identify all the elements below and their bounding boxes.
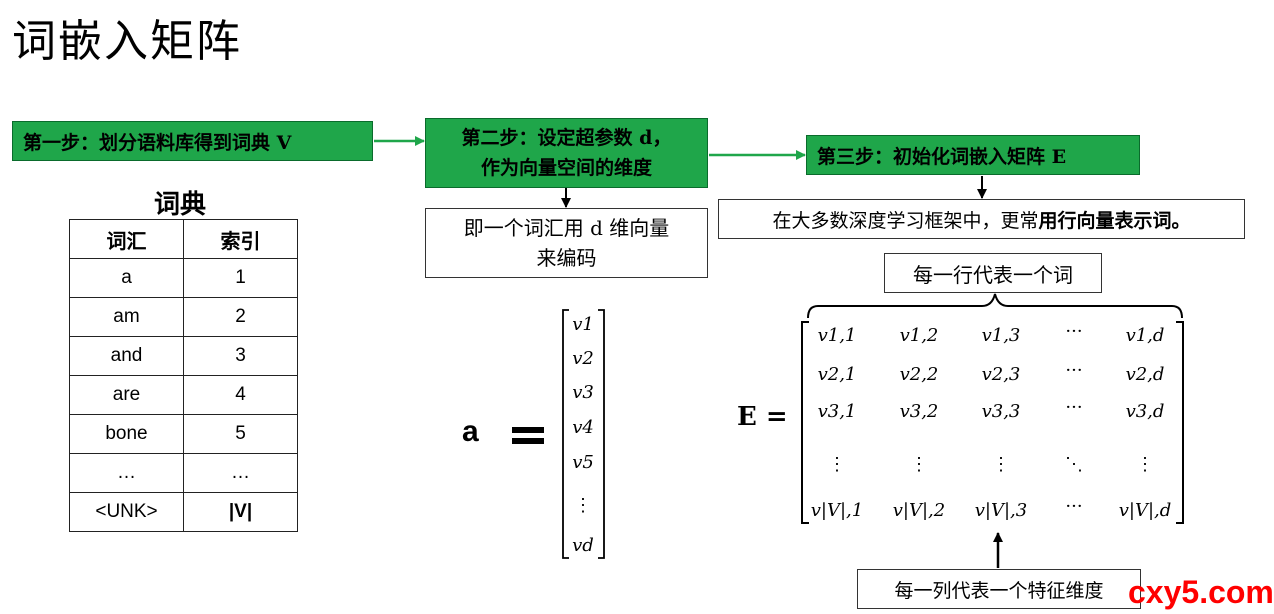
header-word: 词汇 bbox=[69, 219, 184, 259]
matrix-entry: v3,2 bbox=[900, 401, 939, 422]
matrix-entry: v|V|,d bbox=[1119, 500, 1172, 521]
table-row: and 3 bbox=[69, 336, 298, 376]
vector-entry: v5 bbox=[572, 452, 594, 473]
step-two-line-2: 作为向量空间的维度 bbox=[480, 157, 652, 179]
vector-right-bracket bbox=[598, 309, 605, 559]
vector-entry: v2 bbox=[572, 348, 594, 369]
header-index: 索引 bbox=[183, 219, 298, 259]
row-vector-note-prefix: 在大多数深度学习框架中，更常 bbox=[772, 209, 1039, 232]
dimension-note: 即一个词汇用 d 维向量 来编码 bbox=[425, 208, 708, 278]
step-three-text: 第三步：初始化词嵌入矩阵 E bbox=[817, 145, 1067, 168]
word-cell: bone bbox=[69, 414, 184, 454]
matrix-entry: v2,3 bbox=[982, 364, 1021, 385]
row-meaning-note: 每一行代表一个词 bbox=[884, 253, 1102, 293]
watermark: cxy5.com bbox=[1128, 574, 1274, 610]
dictionary-table: 词汇 索引 a 1 am 2 and 3 are 4 bone 5 … … <U bbox=[69, 219, 298, 532]
column-meaning-text: 每一列代表一个特征维度 bbox=[894, 579, 1104, 602]
matrix-entry: v1,1 bbox=[818, 325, 857, 346]
matrix-entry: v1,2 bbox=[900, 325, 939, 346]
matrix-entry: ··· bbox=[1065, 496, 1082, 517]
matrix-entry: v1,3 bbox=[982, 325, 1021, 346]
matrix-entry: ··· bbox=[1065, 360, 1082, 381]
matrix-entry: ⋮ bbox=[1136, 454, 1154, 475]
matrix-entry: ··· bbox=[1065, 321, 1082, 342]
matrix-entry: v|V|,2 bbox=[893, 500, 945, 521]
matrix-entry: v|V|,3 bbox=[975, 500, 1027, 521]
row-vector-note-bold: 用行向量表示词。 bbox=[1038, 209, 1191, 232]
matrix-entry: ⋮ bbox=[992, 454, 1010, 475]
matrix-entry: v3,1 bbox=[818, 401, 857, 422]
dictionary-header-row: 词汇 索引 bbox=[69, 219, 298, 259]
table-row: … … bbox=[69, 453, 298, 493]
step-one-box: 第一步：划分语料库得到词典 V bbox=[12, 121, 373, 161]
matrix-right-bracket bbox=[1176, 321, 1184, 524]
row-vector-note: 在大多数深度学习框架中，更常用行向量表示词。 bbox=[718, 199, 1245, 239]
matrix-equation-label: E = bbox=[737, 402, 788, 432]
vector-left-bracket bbox=[562, 309, 569, 559]
index-cell: 1 bbox=[183, 258, 298, 298]
table-row: bone 5 bbox=[69, 414, 298, 454]
index-cell: 4 bbox=[183, 375, 298, 415]
index-cell: 3 bbox=[183, 336, 298, 376]
matrix-entry: v2,d bbox=[1126, 364, 1165, 385]
matrix-entry: v|V|,1 bbox=[811, 500, 863, 521]
equals-sign-bottom bbox=[512, 438, 544, 444]
vector-entry: v4 bbox=[572, 417, 594, 438]
matrix-entry: ··· bbox=[1065, 397, 1082, 418]
dimension-note-line-2: 来编码 bbox=[536, 246, 597, 270]
vector-label: a bbox=[462, 415, 479, 448]
vector-entry: ⋮ bbox=[574, 495, 592, 516]
matrix-label: E = bbox=[737, 402, 788, 432]
word-cell: <UNK> bbox=[69, 492, 184, 532]
row-meaning-text: 每一行代表一个词 bbox=[913, 262, 1073, 287]
index-cell: 2 bbox=[183, 297, 298, 337]
matrix-entry: v3,d bbox=[1126, 401, 1165, 422]
step-one-text: 第一步：划分语料库得到词典 V bbox=[23, 131, 292, 154]
step-three-box: 第三步：初始化词嵌入矩阵 E bbox=[806, 135, 1140, 175]
row-brace bbox=[807, 293, 1183, 319]
vector-entry: v3 bbox=[572, 382, 594, 403]
step-two-box: 第二步：设定超参数 d， 作为向量空间的维度 bbox=[425, 118, 708, 188]
equals-sign-top bbox=[512, 427, 544, 433]
table-row: <UNK> |V| bbox=[69, 492, 298, 532]
page-title: 词嵌入矩阵 bbox=[12, 16, 242, 67]
word-cell: … bbox=[69, 453, 184, 493]
index-cell: |V| bbox=[183, 492, 298, 532]
word-cell: am bbox=[69, 297, 184, 337]
table-row: am 2 bbox=[69, 297, 298, 337]
matrix-entry: ⋱ bbox=[1065, 454, 1083, 475]
vector-entry: v1 bbox=[572, 314, 594, 335]
matrix-entry: ⋮ bbox=[828, 454, 846, 475]
vector-entry: vd bbox=[572, 535, 594, 556]
index-cell: 5 bbox=[183, 414, 298, 454]
word-cell: and bbox=[69, 336, 184, 376]
matrix-left-bracket bbox=[801, 321, 809, 524]
dimension-note-line-1: 即一个词汇用 d 维向量 bbox=[463, 216, 670, 240]
matrix-entry: v3,3 bbox=[982, 401, 1021, 422]
matrix-entry: v2,2 bbox=[900, 364, 939, 385]
step-two-line-1: 第二步：设定超参数 d， bbox=[461, 127, 672, 149]
matrix-entry: v2,1 bbox=[818, 364, 857, 385]
matrix-entry: ⋮ bbox=[910, 454, 928, 475]
column-meaning-note: 每一列代表一个特征维度 bbox=[857, 569, 1141, 609]
dictionary-caption: 词典 bbox=[154, 190, 207, 220]
matrix-entry: v1,d bbox=[1126, 325, 1165, 346]
index-cell: … bbox=[183, 453, 298, 493]
